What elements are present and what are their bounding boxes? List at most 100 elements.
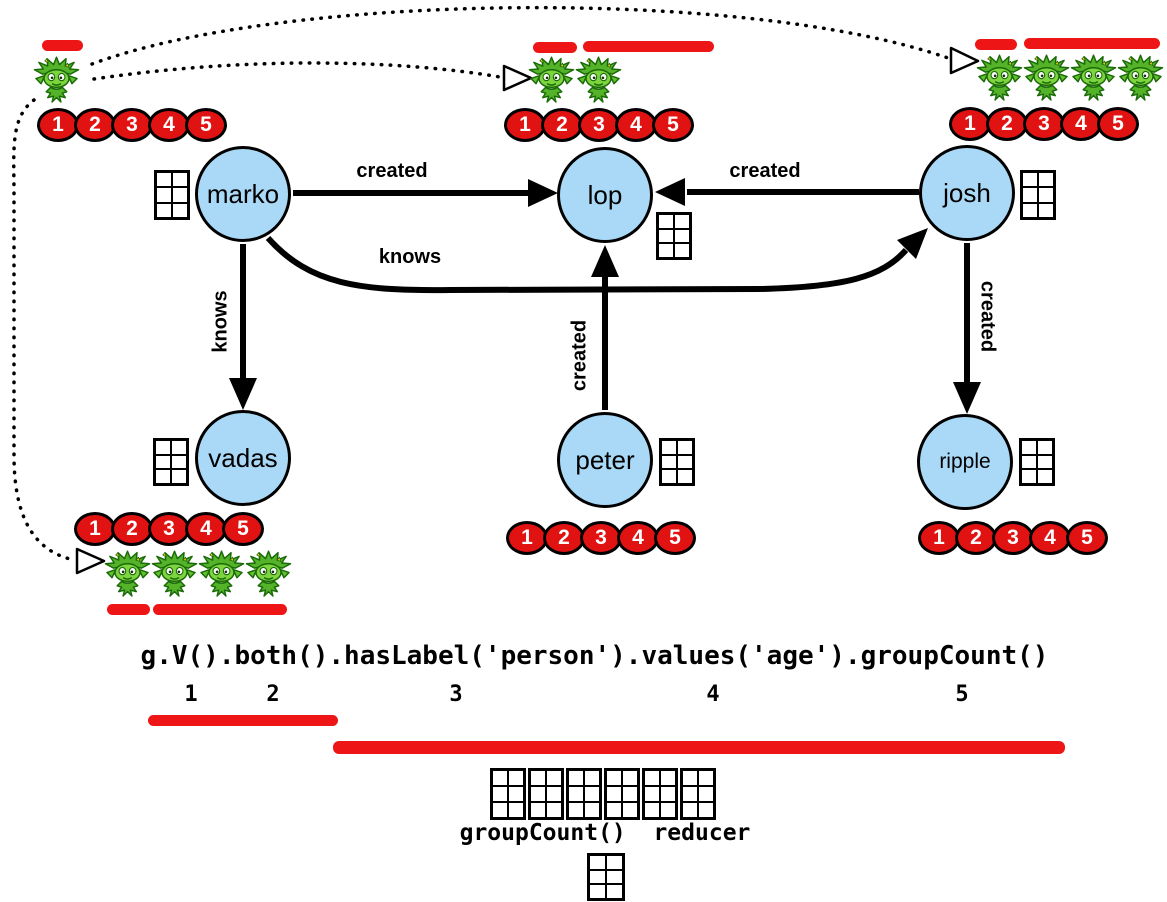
traverser-step-chip: 1 bbox=[37, 108, 79, 142]
traverser-step-chip: 4 bbox=[1029, 521, 1071, 555]
map-table-icon bbox=[1019, 438, 1055, 486]
edge-label-knows-marko-vadas: knows bbox=[209, 290, 232, 353]
bulk-bar bbox=[1024, 38, 1160, 49]
traverser-step-chip: 2 bbox=[74, 108, 116, 142]
traverser-step-chip: 3 bbox=[111, 108, 153, 142]
gremlin-traverser-icon bbox=[1070, 50, 1117, 106]
traverser-step-chip: 1 bbox=[74, 512, 116, 546]
traverser-step-chip: 3 bbox=[148, 512, 190, 546]
vertex-label: ripple bbox=[939, 450, 991, 473]
gremlin-traverser-icon bbox=[528, 52, 575, 108]
map-table-icon bbox=[153, 438, 189, 486]
traverser-step-chip: 4 bbox=[148, 108, 190, 142]
bulk-bar bbox=[583, 41, 714, 52]
gremlin-traverser-icon bbox=[1117, 50, 1164, 106]
bulk-bar bbox=[533, 42, 577, 53]
gremlin-traverser-icon bbox=[151, 546, 198, 602]
bulk-bar bbox=[975, 39, 1017, 50]
dotted-path-to-vadas-group bbox=[12, 98, 76, 562]
gremlin-traverser-icon bbox=[198, 546, 245, 602]
dotted-path-to-josh-group bbox=[90, 5, 950, 66]
bulk-bar bbox=[42, 40, 83, 51]
traverser-step-chip: 3 bbox=[580, 521, 622, 555]
arrowhead-into-lop-bottom bbox=[591, 245, 619, 277]
reducer-map-icon bbox=[490, 768, 526, 820]
map-table-icon bbox=[656, 212, 692, 260]
gremlin-traverser-icon bbox=[575, 52, 622, 108]
arrowhead-into-vadas bbox=[229, 378, 257, 410]
gremlin-group-at-vadas bbox=[104, 546, 292, 602]
final-map-icon bbox=[587, 853, 625, 901]
traverser-step-chip: 5 bbox=[222, 512, 264, 546]
traverser-step-chip: 2 bbox=[543, 521, 585, 555]
vertex-label: lop bbox=[587, 179, 623, 210]
traverser-step-chip: 5 bbox=[1097, 107, 1139, 141]
traverser-step-chip: 5 bbox=[185, 108, 227, 142]
traverser-step-chip: 3 bbox=[992, 521, 1034, 555]
reducer-map-icon bbox=[604, 768, 640, 820]
gremlin-traverser-icon bbox=[33, 52, 80, 108]
traverser-step-chip: 3 bbox=[1023, 107, 1065, 141]
edge-label-created-josh-ripple: created bbox=[976, 280, 999, 353]
open-arrowhead-lop-group bbox=[502, 64, 533, 92]
traverser-step-chip: 4 bbox=[617, 521, 659, 555]
gremlin-traverser-icon bbox=[104, 546, 151, 602]
edge-label-created-peter-lop: created bbox=[568, 319, 591, 392]
traverser-step-chip: 1 bbox=[949, 107, 991, 141]
traverser-step-chip: 4 bbox=[185, 512, 227, 546]
vertex-label: peter bbox=[575, 444, 635, 475]
traverser-step-chip: 1 bbox=[506, 521, 548, 555]
traverser-step-chip: 5 bbox=[1066, 521, 1108, 555]
edge-label-knows-marko-josh: knows bbox=[378, 246, 442, 268]
open-arrowhead-vadas-group bbox=[75, 547, 106, 575]
gremlin-traverser-icon bbox=[976, 50, 1023, 106]
bulk-bar bbox=[107, 604, 150, 615]
gremlin-query: g.V().both().hasLabel('person').values('… bbox=[140, 641, 1049, 671]
vertex-marko: marko bbox=[195, 146, 291, 242]
step-marker-5: 5 bbox=[955, 682, 969, 707]
map-table-icon bbox=[1020, 170, 1056, 220]
bulk-bar bbox=[153, 604, 287, 615]
vertex-lop: lop bbox=[557, 147, 653, 243]
traverser-step-chip: 2 bbox=[955, 521, 997, 555]
vertex-peter: peter bbox=[557, 412, 653, 508]
traverser-step-chip: 5 bbox=[652, 108, 694, 142]
map-table-icon bbox=[659, 438, 695, 486]
gremlin-group-start bbox=[33, 52, 80, 108]
reducer-map-icon bbox=[528, 768, 564, 820]
vertex-ripple: ripple bbox=[917, 414, 1013, 510]
traverser-step-chip: 3 bbox=[578, 108, 620, 142]
dotted-path-to-lop-group bbox=[92, 61, 502, 81]
gremlin-group-at-lop bbox=[528, 52, 622, 108]
traverser-step-chip: 4 bbox=[615, 108, 657, 142]
steps-3-5-underline bbox=[333, 741, 1065, 754]
step-marker-4: 4 bbox=[706, 682, 720, 707]
step-marker-3: 3 bbox=[449, 682, 463, 707]
reducer-map-icon bbox=[642, 768, 678, 820]
traverser-step-chip: 5 bbox=[654, 521, 696, 555]
edge-marko-knows-josh bbox=[265, 235, 909, 294]
vertex-label: marko bbox=[206, 178, 280, 209]
gremlin-group-at-josh bbox=[976, 50, 1164, 106]
step-marker-1: 1 bbox=[184, 682, 198, 707]
reducer-map-icon bbox=[680, 768, 716, 820]
gremlin-traverser-icon bbox=[1023, 50, 1070, 106]
vertex-label: josh bbox=[943, 177, 991, 208]
vertex-vadas: vadas bbox=[195, 410, 291, 506]
arrowhead-into-lop-right bbox=[655, 178, 685, 206]
edge-label-created-marko-lop: created bbox=[356, 160, 428, 182]
arrowhead-into-lop-left bbox=[528, 179, 558, 207]
traverser-step-chip: 1 bbox=[504, 108, 546, 142]
gremlin-traverser-icon bbox=[245, 546, 292, 602]
edge-label-created-josh-lop: created bbox=[729, 160, 801, 182]
arrowhead-into-ripple bbox=[953, 382, 981, 414]
arrowhead-into-josh bbox=[897, 228, 928, 259]
traverser-step-chip: 2 bbox=[111, 512, 153, 546]
